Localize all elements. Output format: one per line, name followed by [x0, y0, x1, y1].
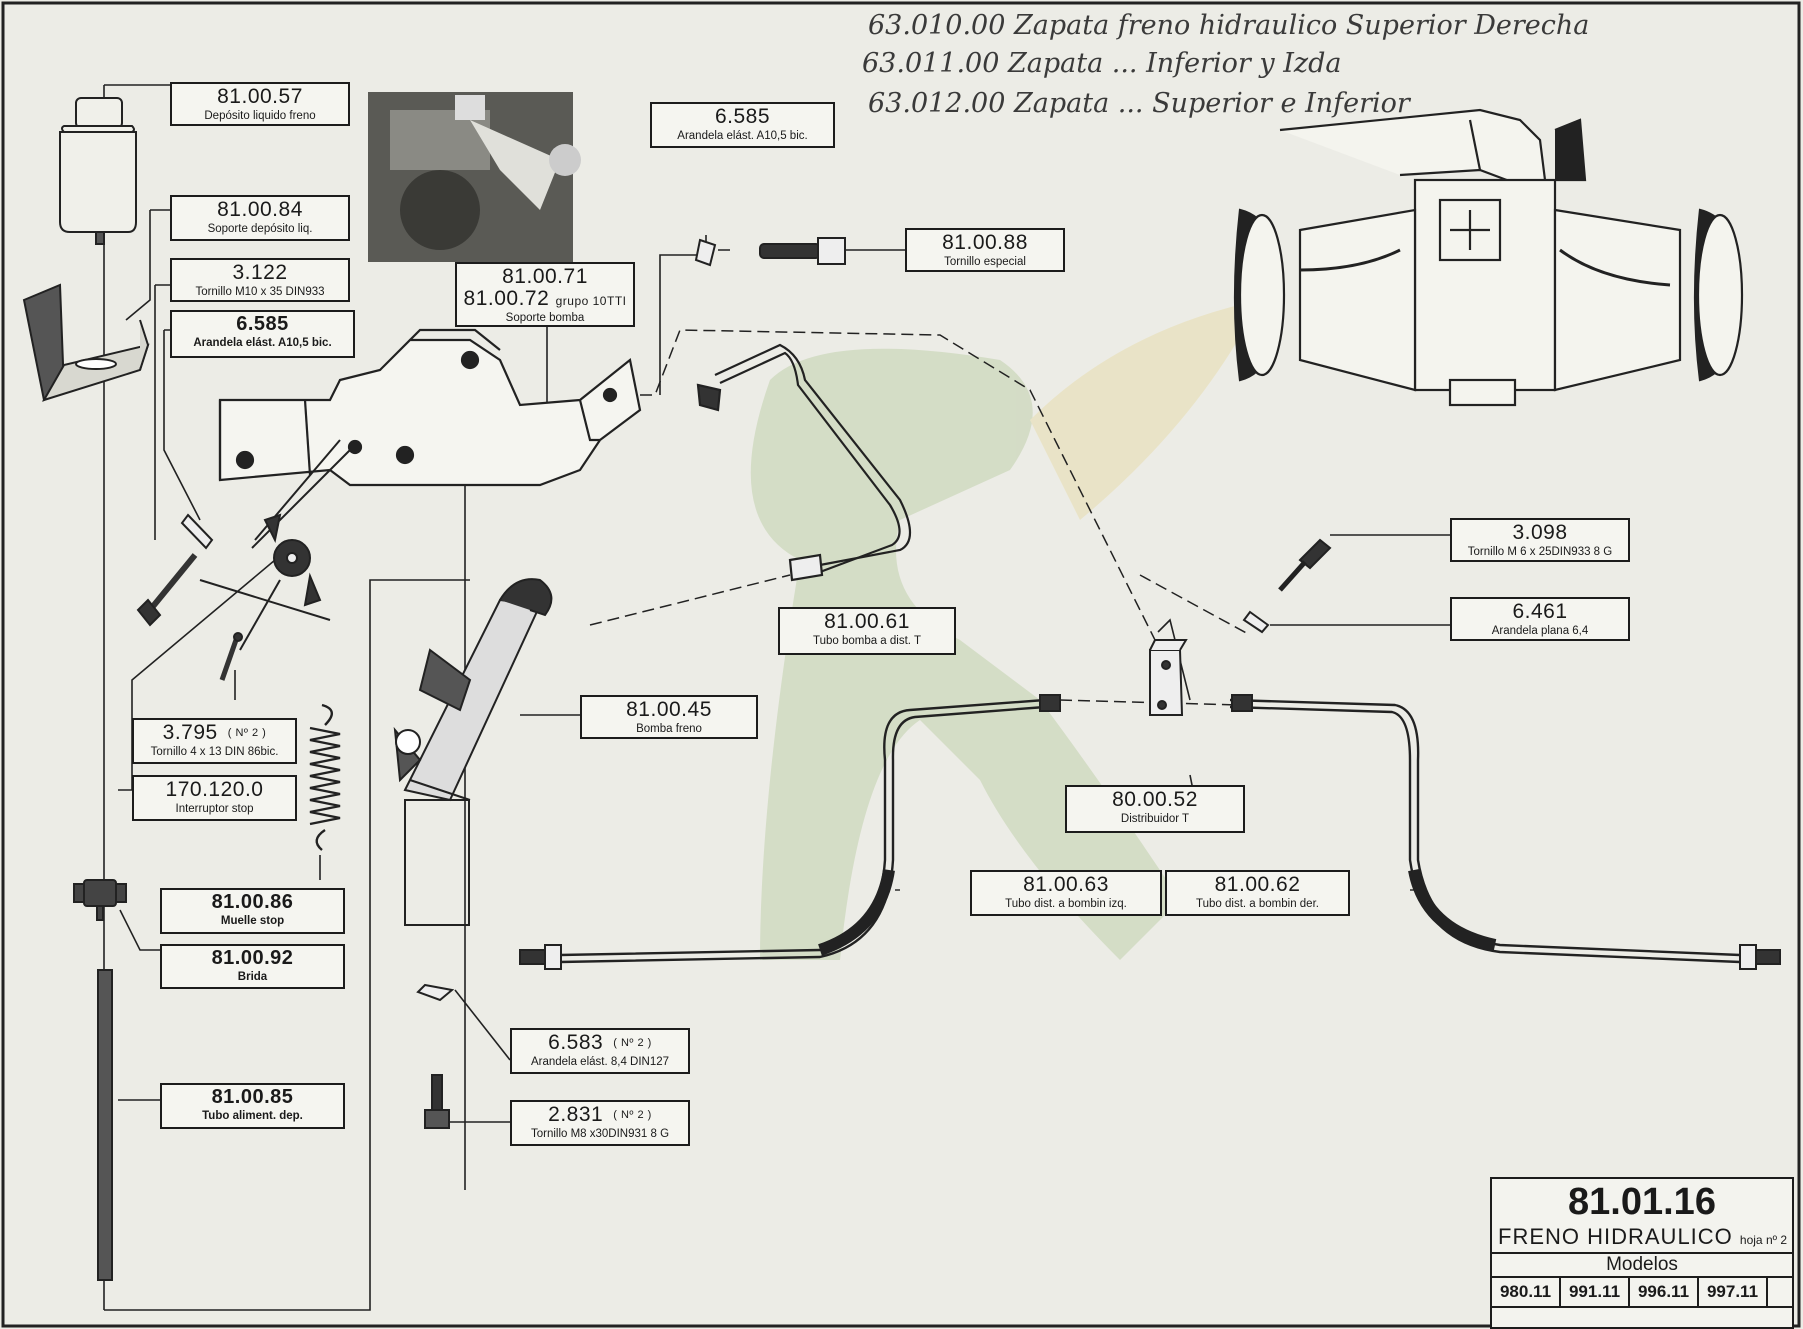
leader-arandela-left	[163, 329, 201, 521]
label-soporte-deposito: 81.00.84 Soporte depósito liq.	[170, 195, 350, 241]
label-deposito: 81.00.57 Depósito liquido freno	[170, 82, 350, 126]
brake-pump	[393, 578, 553, 926]
axle-assembly	[1233, 108, 1744, 407]
label-soporte-bomba: 81.00.71 81.00.72 grupo 10TTI Soporte bo…	[455, 262, 635, 327]
pipe-fittings	[519, 694, 1781, 970]
drawing-number: 81.01.16	[1568, 1181, 1716, 1223]
reservoir-bracket	[22, 283, 150, 402]
pipe-sleeves	[817, 868, 1497, 956]
photo-inset	[368, 92, 581, 262]
washer-a105	[180, 513, 214, 550]
drawing-title: FRENO HIDRAULICO hoja nº 2	[1498, 1224, 1788, 1249]
model-cell: 991.11	[1561, 1278, 1630, 1306]
label-tubo-bomba: 81.00.61 Tubo bomba a dist. T	[778, 607, 956, 655]
handwritten-note-2: 63.011.00 Zapata ... Inferior y Izda	[862, 48, 1342, 79]
label-tornillo-m6: 3.098 Tornillo M 6 x 25DIN933 8 G	[1450, 518, 1630, 562]
models-row: 980.11 991.11 996.11 997.11	[1492, 1278, 1792, 1308]
top-bolt-washer	[694, 237, 846, 267]
distributor-leader	[1157, 618, 1191, 701]
label-interruptor-stop: 170.120.0 Interruptor stop	[132, 775, 297, 821]
dashed-pump-to-pipe	[589, 574, 791, 626]
model-cell: 980.11	[1492, 1278, 1561, 1306]
label-brida: 81.00.92 Brida	[160, 944, 345, 989]
label-tornillo-4x13: 3.795( Nº 2 ) Tornillo 4 x 13 DIN 86bic.	[132, 718, 297, 764]
pedal-lever	[199, 439, 351, 651]
label-arandela-plana: 6.461 Arandela plana 6,4	[1450, 597, 1630, 641]
supply-tube	[97, 969, 113, 1281]
stop-switch	[73, 879, 127, 921]
label-tubo-aliment: 81.00.85 Tubo aliment. dep.	[160, 1083, 345, 1129]
label-bomba-freno: 81.00.45 Bomba freno	[580, 695, 758, 739]
leader-arandela-84	[454, 989, 511, 1061]
label-tornillo-especial: 81.00.88 Tornillo especial	[905, 228, 1065, 272]
model-cell	[1768, 1278, 1792, 1306]
bolts-below	[416, 983, 455, 1129]
bolts-left	[136, 513, 243, 681]
label-arandela-a105-left: 6.585 Arandela elást. A10,5 bic.	[170, 310, 355, 358]
label-tubo-izq: 81.00.63 Tubo dist. a bombin izq.	[970, 870, 1162, 916]
label-tornillo-m8: 2.831( Nº 2 ) Tornillo M8 x30DIN931 8 G	[510, 1100, 690, 1146]
label-tornillo-m10: 3.122 Tornillo M10 x 35 DIN933	[170, 258, 350, 302]
model-cell: 997.11	[1699, 1278, 1768, 1306]
reservoir	[59, 97, 137, 245]
label-tubo-der: 81.00.62 Tubo dist. a bombin der.	[1165, 870, 1350, 916]
label-arandela-a105-top: 6.585 Arandela elást. A10,5 bic.	[650, 102, 835, 148]
model-cell: 996.11	[1630, 1278, 1699, 1306]
label-distribuidor: 80.00.52 Distribuidor T	[1065, 785, 1245, 833]
handwritten-note-3: 63.012.00 Zapata ... Superior e Inferior	[868, 88, 1410, 119]
label-arandela-84: 6.583( Nº 2 ) Arandela elást. 8,4 DIN127	[510, 1028, 690, 1074]
outline-line	[104, 579, 470, 1311]
pipe-pump-to-dist	[696, 343, 912, 582]
title-block: 81.01.16 FRENO HIDRAULICO hoja nº 2 Mode…	[1490, 1177, 1794, 1329]
pump-bracket	[218, 328, 642, 487]
leader-soporte	[125, 209, 170, 321]
label-muelle-stop: 81.00.86 Muelle stop	[160, 888, 345, 934]
bolt-m6	[1242, 538, 1332, 634]
distributor-t	[1149, 639, 1188, 716]
handwritten-note-1: 63.010.00 Zapata freno hidraulico Superi…	[868, 10, 1590, 41]
leader-tornillo-m10	[154, 284, 170, 540]
stop-spring	[309, 703, 341, 851]
leader-brida	[119, 909, 160, 951]
models-header: Modelos	[1492, 1252, 1792, 1278]
